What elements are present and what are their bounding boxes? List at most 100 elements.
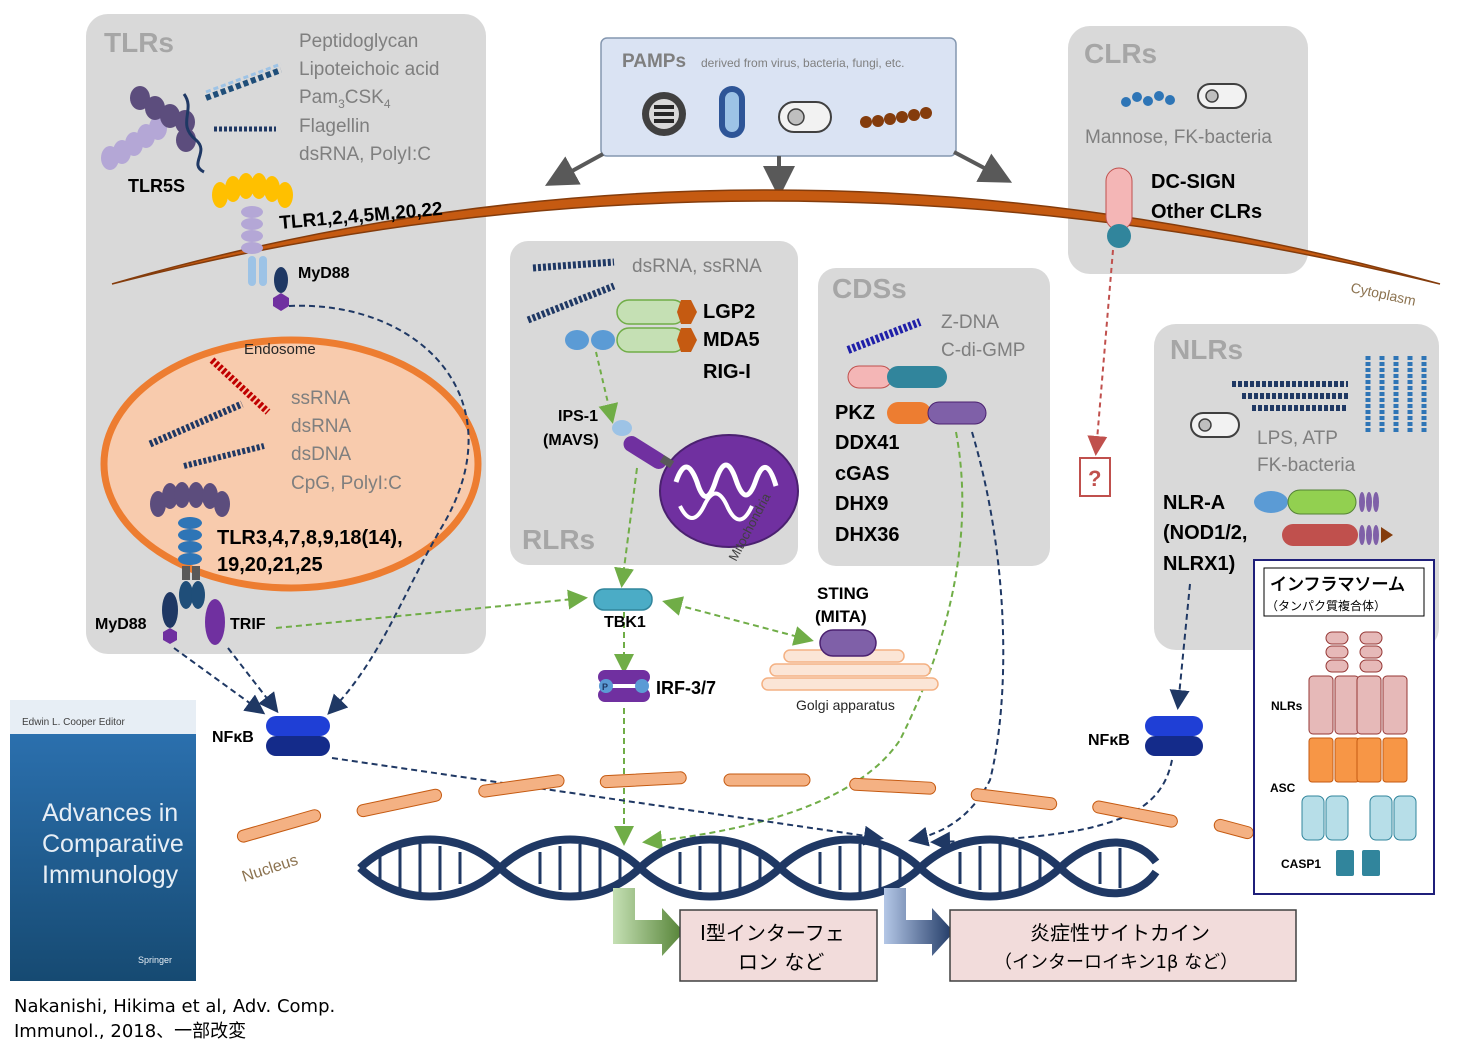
myd88-bottom-label: MyD88 bbox=[95, 616, 147, 633]
sting-label-line1: STING bbox=[817, 584, 869, 603]
nlr-title: NLRs bbox=[1170, 334, 1243, 365]
trif-label: TRIF bbox=[230, 616, 266, 633]
golgi-label: Golgi apparatus bbox=[796, 697, 895, 713]
citation-line2: Immunol., 2018、一部改変 bbox=[14, 1021, 246, 1042]
mavs-icon bbox=[612, 420, 675, 469]
cytokine-output-arrow bbox=[884, 888, 954, 956]
tlr-ligand-dsrna: dsRNA, PolyI:C bbox=[299, 144, 431, 165]
inflammasome-label-casp1: CASP1 bbox=[1281, 857, 1321, 871]
nuclear-envelope bbox=[236, 771, 1254, 843]
ifn-output-box bbox=[679, 909, 878, 982]
tlr-ligand-lta: Lipoteichoic acid bbox=[299, 59, 439, 80]
pamps-title: PAMPs bbox=[622, 51, 686, 72]
clr-receptor-dcsign: DC-SIGN bbox=[1151, 171, 1235, 193]
bead-chain-icon bbox=[860, 107, 932, 128]
inflammasome-subtitle: （タンパク質複合体） bbox=[1266, 598, 1386, 613]
dc-sign-receptor-icon bbox=[1105, 167, 1133, 248]
nfkb-right-label: NFκB bbox=[1088, 732, 1130, 749]
tlr5s-label: TLR5S bbox=[128, 176, 185, 196]
book-cover-band bbox=[10, 700, 196, 734]
tbk1-label: TBK1 bbox=[604, 614, 646, 631]
trif-to-tbk1-arrow bbox=[275, 589, 588, 629]
myd88-top-label: MyD88 bbox=[298, 265, 350, 282]
book-editor: Edwin L. Cooper Editor bbox=[22, 717, 126, 728]
tlr-ligand-pam3csk4: Pam3CSK4 bbox=[299, 87, 391, 111]
inflammasome-label-asc: ASC bbox=[1270, 781, 1296, 795]
ssrna-icon bbox=[209, 357, 271, 415]
tlr-ligand-flagellin: Flagellin bbox=[299, 116, 370, 137]
atp-icon bbox=[1365, 356, 1427, 432]
cytokine-output-line2: （インターロイキン1β など） bbox=[994, 952, 1238, 973]
irf-phospho-label: P bbox=[602, 682, 608, 692]
pamps-arrow-right bbox=[953, 150, 1013, 183]
sting-label-line2: (MITA) bbox=[815, 607, 867, 626]
cds-sensor-dhx36: DHX36 bbox=[835, 524, 899, 546]
nfkb-left-icon bbox=[266, 716, 330, 756]
pamps-arrow-left bbox=[544, 152, 604, 186]
fungus-cell-icon bbox=[778, 101, 832, 133]
book-cover bbox=[10, 700, 196, 981]
endosome-ligand-dsrna: dsRNA bbox=[291, 416, 352, 437]
cds-sensor-icon bbox=[887, 401, 987, 425]
tlr-surface-receptor-icon bbox=[212, 173, 293, 311]
lps-icon bbox=[1232, 381, 1348, 411]
pkz-icon-top bbox=[847, 365, 947, 389]
endosome-receptors-line2: 19,20,21,25 bbox=[217, 554, 323, 576]
golgi-icon bbox=[761, 649, 939, 691]
cds-sensor-pkz: PKZ bbox=[835, 402, 875, 424]
nlr-receptor-icon bbox=[1254, 489, 1393, 546]
unknown-box bbox=[1079, 457, 1111, 497]
dsdna-icon bbox=[183, 443, 265, 469]
cds-ligand-zdna: Z-DNA bbox=[941, 312, 999, 333]
cytokine-output-box bbox=[949, 909, 1297, 982]
book-title-line2: Comparative bbox=[42, 830, 184, 858]
mannose-icon bbox=[1121, 91, 1175, 107]
clr-title: CLRs bbox=[1084, 38, 1157, 69]
nlr-fk-bacteria-icon bbox=[1190, 412, 1240, 438]
citation-line1: Nakanishi, Hikima et al, Adv. Comp. bbox=[14, 996, 335, 1017]
rlr-title: RLRs bbox=[522, 524, 595, 555]
cds-to-dna-blue-arrow bbox=[908, 431, 1005, 847]
sting-icon bbox=[819, 629, 877, 657]
rlr-receptor-icon bbox=[565, 299, 697, 353]
cds-title: CDSs bbox=[832, 273, 907, 304]
myd88-bottom-icon bbox=[162, 592, 178, 644]
book-title-line1: Advances in bbox=[42, 799, 178, 827]
cds-sensor-cgas: cGAS bbox=[835, 463, 889, 485]
myd88-bottom-to-nfkb-arrow bbox=[173, 647, 266, 715]
unknown-label: ? bbox=[1088, 466, 1101, 491]
nucleus-label: Nucleus bbox=[240, 852, 300, 886]
book-title-line3: Immunology bbox=[42, 861, 179, 889]
trif-icon bbox=[205, 599, 225, 645]
plasma-membrane bbox=[111, 189, 1441, 285]
nfkb-left-label: NFκB bbox=[212, 729, 254, 746]
myd88-top-to-nfkb-arrow bbox=[288, 304, 470, 715]
book-publisher: Springer bbox=[138, 955, 172, 965]
inflammasome-complex-icon bbox=[1301, 631, 1417, 876]
tbk1-icon bbox=[593, 588, 653, 611]
clr-ligands: Mannose, FK-bacteria bbox=[1085, 127, 1272, 148]
trif-to-nfkb-arrow bbox=[227, 647, 279, 714]
mitochondria-icon bbox=[659, 434, 799, 548]
cytokine-output-line1: 炎症性サイトカイン bbox=[1030, 921, 1210, 945]
inflammasome-title: インフラマソーム bbox=[1270, 575, 1405, 595]
nlr-receptor-line2: (NOD1/2, bbox=[1163, 522, 1247, 544]
rlr-ligand-dsrna-icon bbox=[532, 258, 615, 272]
ifn-output-arrow bbox=[613, 888, 684, 956]
rlr-receptor-lgp2: LGP2 bbox=[703, 301, 755, 323]
peptidoglycan-icon bbox=[204, 62, 283, 101]
mavs-label-line2: (MAVS) bbox=[543, 432, 599, 449]
inflammasome-title-box bbox=[1263, 567, 1425, 617]
rlr-receptor-mda5: MDA5 bbox=[703, 329, 760, 351]
fk-bacteria-icon bbox=[1197, 83, 1247, 109]
endosome-receptors-line1: TLR3,4,7,8,9,18(14), bbox=[217, 527, 403, 549]
tbk1-sting-arrow bbox=[662, 596, 814, 646]
zdna-icon bbox=[846, 318, 922, 354]
nfkb-left-to-dna-arrow bbox=[331, 757, 884, 846]
clr-receptor-other: Other CLRs bbox=[1151, 201, 1262, 223]
dna-helix-icon bbox=[357, 835, 1160, 901]
nlr-receptor-line3: NLRX1) bbox=[1163, 553, 1235, 575]
endosome-label: Endosome bbox=[244, 341, 316, 358]
endosome-ligand-cpg: CpG, PolyI:C bbox=[291, 473, 402, 494]
